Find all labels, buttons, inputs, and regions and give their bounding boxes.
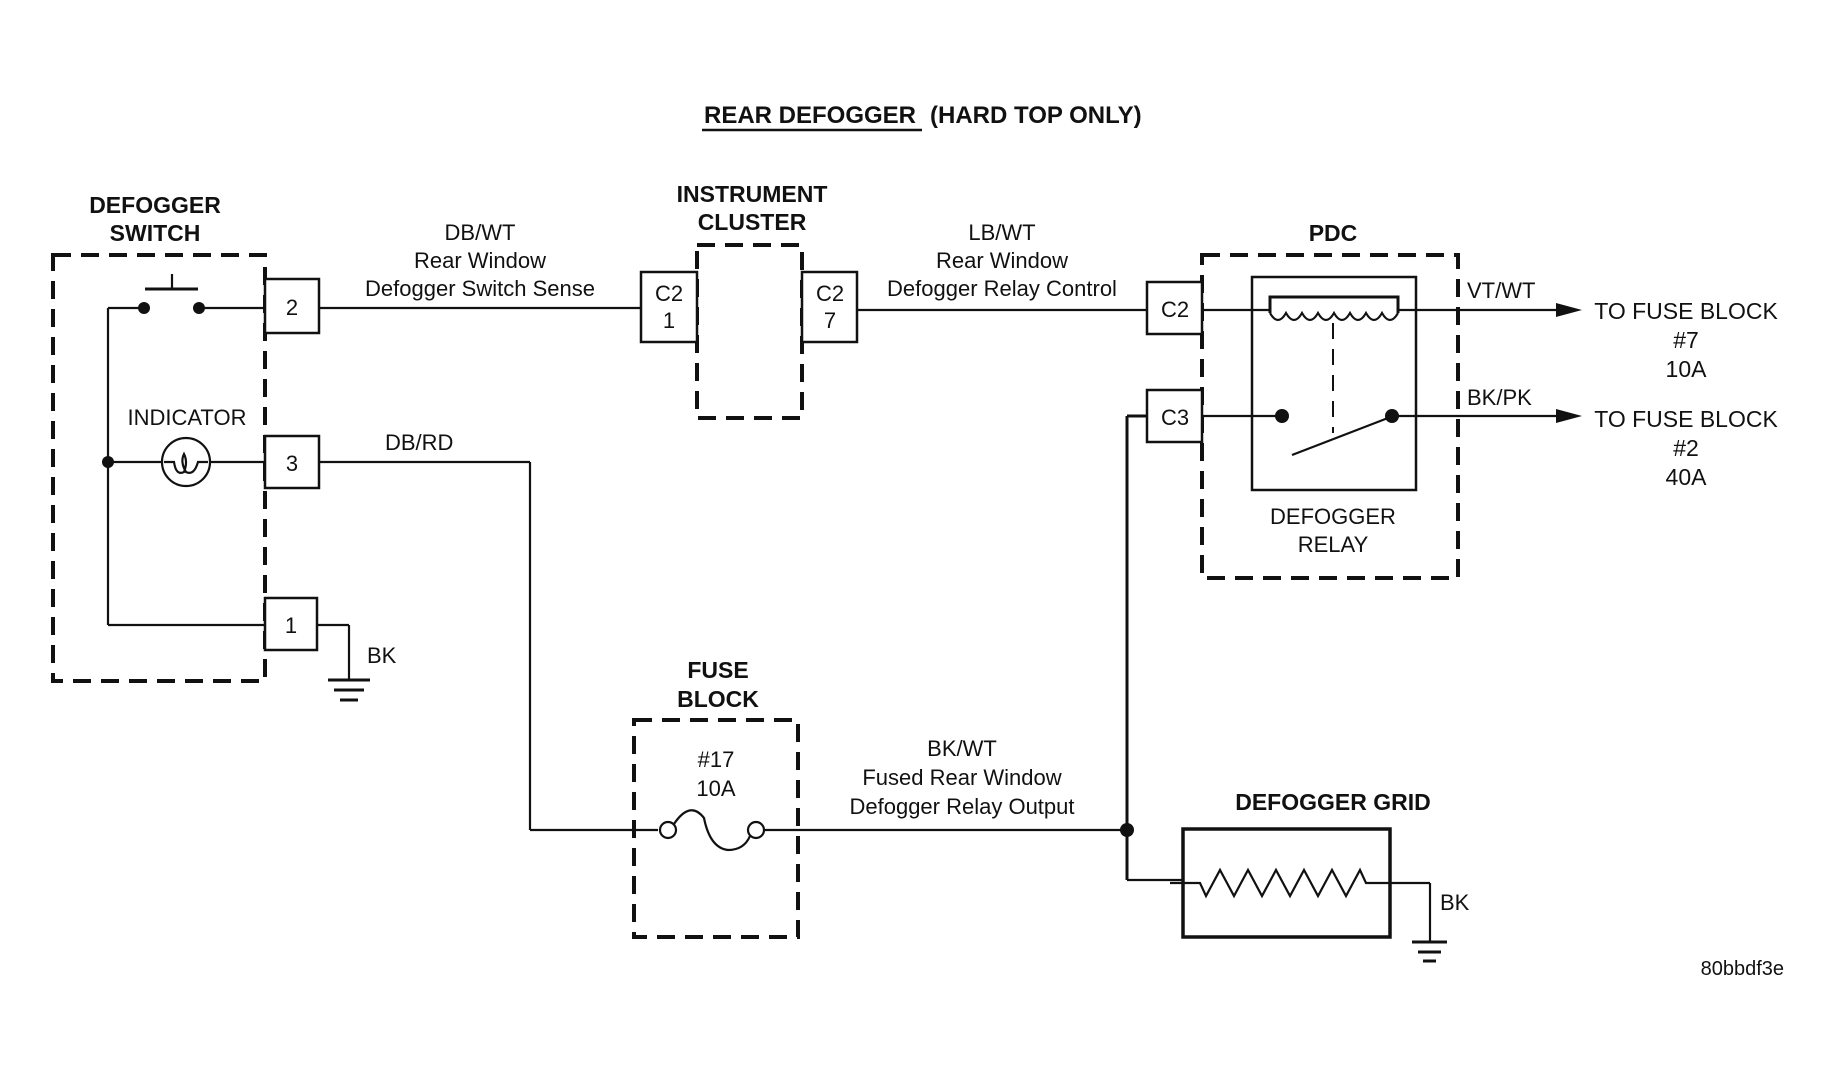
defogger-switch-enclosure: [51, 253, 267, 683]
cluster-connector-c2-7: [800, 270, 859, 344]
cluster-connector-c2-1: [639, 270, 699, 344]
cluster-c2-7-connector: C2: [816, 281, 844, 306]
switch-pin-2: [263, 277, 321, 335]
fuse-rating: 10A: [696, 776, 735, 801]
ground-icon: [1412, 940, 1447, 963]
vt-wt-color-code: VT/WT: [1467, 278, 1535, 303]
pdc-c2-label: C2: [1161, 297, 1189, 322]
fuse-block-enclosure: [632, 718, 800, 939]
relay-output-color-code: BK/WT: [927, 736, 997, 761]
instrument-cluster-label-1: INSTRUMENT: [677, 181, 828, 207]
defogger-grid-label: DEFOGGER GRID: [1235, 789, 1431, 815]
relay-control-desc-1: Rear Window: [936, 248, 1068, 273]
arrow-right-icon: [1556, 409, 1582, 423]
splice-dot-icon: [1120, 823, 1134, 837]
relay-coil-icon: [1268, 295, 1400, 322]
switch-ground-color-code: BK: [367, 643, 397, 668]
relay-label-2: RELAY: [1298, 532, 1369, 557]
arrow-right-icon: [1556, 303, 1582, 317]
fuse-number: #17: [698, 747, 735, 772]
defogger-switch-label-2: SWITCH: [110, 220, 201, 246]
bk-pk-destination-3: 40A: [1666, 464, 1708, 490]
switch-pin-3-label: 3: [286, 451, 298, 476]
fuse-block-label-2: BLOCK: [677, 686, 759, 712]
relay-output-desc-1: Fused Rear Window: [862, 765, 1061, 790]
relay-control-color-code: LB/WT: [968, 220, 1035, 245]
bk-pk-color-code: BK/PK: [1467, 385, 1532, 410]
push-button-switch-icon: [138, 274, 205, 314]
vt-wt-destination-1: TO FUSE BLOCK: [1594, 298, 1778, 324]
title-qualifier: (HARD TOP ONLY): [930, 102, 1142, 129]
fuse-icon: [658, 809, 766, 852]
cluster-c2-1-pin: 1: [663, 308, 675, 333]
ground-icon: [328, 678, 370, 702]
switch-pin-1-label: 1: [285, 613, 297, 638]
resistor-icon: [1170, 867, 1390, 899]
bk-pk-destination-1: TO FUSE BLOCK: [1594, 406, 1778, 432]
indicator-feed-color-code: DB/RD: [385, 430, 453, 455]
pdc-label: PDC: [1309, 220, 1358, 246]
cluster-c2-7-pin: 7: [824, 308, 836, 333]
cluster-c2-1-connector: C2: [655, 281, 683, 306]
indicator-label: INDICATOR: [128, 405, 247, 430]
fuse-block: FUSE BLOCK #17 10A: [632, 657, 800, 939]
instrument-cluster-enclosure: [695, 243, 804, 420]
pdc: PDC C2 C3 DEFOGGER RELAY: [1145, 220, 1460, 580]
switch-sense-color-code: DB/WT: [445, 220, 516, 245]
pdc-c3-label: C3: [1161, 405, 1189, 430]
title-main: REAR DEFOGGER: [704, 102, 916, 129]
defogger-switch-label-1: DEFOGGER: [89, 192, 221, 218]
indicator-lamp-icon: [160, 436, 212, 488]
vt-wt-destination-3: 10A: [1666, 356, 1708, 382]
switch-sense-desc-1: Rear Window: [414, 248, 546, 273]
vt-wt-destination-2: #7: [1673, 327, 1699, 353]
fuse-block-label-1: FUSE: [687, 657, 748, 683]
switch-pin-2-label: 2: [286, 295, 298, 320]
instrument-cluster-label-2: CLUSTER: [698, 209, 807, 235]
relay-output-desc-2: Defogger Relay Output: [849, 794, 1074, 819]
relay-control-desc-2: Defogger Relay Control: [887, 276, 1117, 301]
pdc-connector-c2: [1145, 280, 1204, 336]
pdc-connector-c3: [1145, 388, 1204, 444]
defogger-grid: DEFOGGER GRID: [1170, 789, 1431, 939]
defogger-switch: DEFOGGER SWITCH INDICATOR 2 3 1: [51, 192, 321, 683]
instrument-cluster: INSTRUMENT CLUSTER C2 1 C2 7: [639, 181, 859, 420]
switch-pin-1: [263, 596, 319, 652]
switch-sense-desc-2: Defogger Switch Sense: [365, 276, 595, 301]
figure-id: 80bbdf3e: [1701, 958, 1784, 980]
relay-label-1: DEFOGGER: [1270, 504, 1396, 529]
bk-pk-destination-2: #2: [1673, 435, 1699, 461]
grid-ground-color-code: BK: [1440, 890, 1470, 915]
